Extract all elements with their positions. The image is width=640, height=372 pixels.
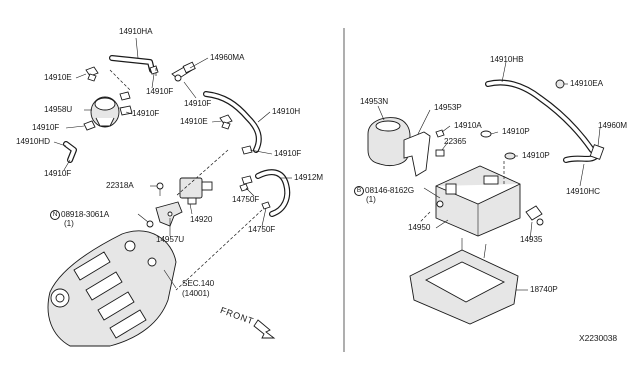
- label-14953p: 14953P: [434, 103, 462, 112]
- label-14910hb: 14910HB: [490, 55, 524, 64]
- label-14910f-b: 14910F: [132, 109, 160, 118]
- intake-manifold-drawing: [47, 230, 177, 347]
- bolt-b-part: 08146-8162G: [365, 186, 414, 196]
- front-arrow-drawing: [253, 319, 276, 339]
- bracket-14957u-drawing: [155, 201, 183, 227]
- bolt-n-drawing: [146, 220, 154, 228]
- label-14935: 14935: [520, 235, 543, 244]
- connector-22365-drawing: [435, 149, 445, 157]
- label-bolt-b-qty: (1): [366, 195, 376, 204]
- dash-link-5: [419, 211, 431, 223]
- label-14957u: 14957U: [156, 235, 185, 244]
- hose-14910hb-drawing: [485, 79, 595, 153]
- valve-14960m-drawing: [589, 144, 605, 160]
- hose-14910hd-drawing: [63, 141, 77, 163]
- dash-link-2: [175, 149, 229, 197]
- label-14953n: 14953N: [360, 97, 389, 106]
- protector-18740p-drawing: [409, 238, 519, 325]
- label-section-sub: (14001): [182, 289, 210, 298]
- label-14910ea: 14910EA: [570, 79, 603, 88]
- clips-14750f-drawing: [239, 183, 271, 210]
- label-section-ref: SEC.140: [182, 279, 215, 288]
- n-symbol-icon: N: [50, 210, 60, 220]
- label-22318a: 22318A: [106, 181, 134, 190]
- clip-14910e-a-drawing: [85, 66, 99, 82]
- label-14950: 14950: [408, 223, 431, 232]
- label-14910hd: 14910HD: [16, 137, 50, 146]
- label-14750f-b: 14750F: [248, 225, 276, 234]
- dash-link-4: [109, 69, 131, 91]
- bracket-14953p-drawing: [403, 131, 431, 177]
- label-18740p: 18740P: [530, 285, 558, 294]
- label-14910p-a: 14910P: [502, 127, 530, 136]
- hose-14910h-drawing: [203, 91, 262, 153]
- canister-14958u-drawing: [90, 96, 120, 128]
- label-14910a: 14910A: [454, 121, 482, 130]
- label-bolt-n-qty: (1): [64, 219, 74, 228]
- label-14910e-a: 14910E: [44, 73, 72, 82]
- label-14920: 14920: [190, 215, 213, 224]
- bolt-22318a-drawing: [156, 182, 164, 196]
- valve-14935-drawing: [525, 205, 544, 226]
- valve-14920-drawing: [179, 177, 213, 205]
- clips-14910f-left-drawing: [83, 91, 133, 131]
- label-14910ha: 14910HA: [119, 27, 153, 36]
- label-14750f-a: 14750F: [232, 195, 260, 204]
- bolt-n-part: 08918-3061A: [61, 210, 110, 220]
- label-22365: 22365: [444, 137, 467, 146]
- label-14910p-b: 14910P: [522, 151, 550, 160]
- label-14958u: 14958U: [44, 105, 73, 114]
- diagram-code: X2230038: [579, 333, 617, 343]
- clip-14910e-b-drawing: [219, 114, 233, 130]
- canister-14950-drawing: [435, 165, 521, 237]
- label-14910hc: 14910HC: [566, 187, 600, 196]
- valve-14960ma-drawing: [171, 61, 196, 82]
- label-14910f-a: 14910F: [146, 87, 174, 96]
- label-14960m: 14960M: [598, 121, 627, 130]
- label-14910f-f: 14910F: [274, 149, 302, 158]
- label-14910f-e: 14910F: [44, 169, 72, 178]
- leader-lines: [53, 37, 601, 291]
- label-14910h: 14910H: [272, 107, 301, 116]
- clips-14910f-mid-drawing: [241, 145, 253, 185]
- label-14912m: 14912M: [294, 173, 323, 182]
- label-14910e-b: 14910E: [180, 117, 208, 126]
- dash-link-3: [175, 209, 263, 291]
- label-14910f-c: 14910F: [184, 99, 212, 108]
- clips-14910p-drawing: [480, 130, 516, 160]
- clip-14910ea-drawing: [555, 79, 565, 89]
- b-symbol-icon: B: [354, 186, 364, 196]
- hose-14910ha-drawing: [109, 55, 155, 73]
- hose-14912m-drawing: [255, 169, 291, 217]
- clip-14910f-a-drawing: [149, 65, 159, 75]
- label-14910f-d: 14910F: [32, 123, 60, 132]
- label-14960ma: 14960MA: [210, 53, 245, 62]
